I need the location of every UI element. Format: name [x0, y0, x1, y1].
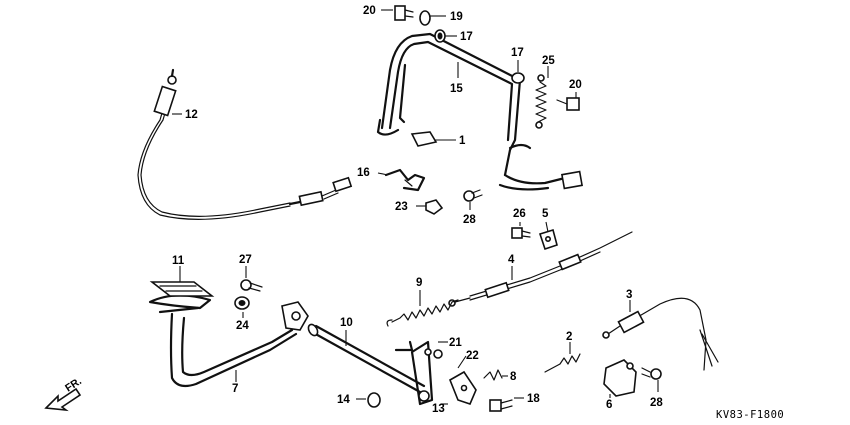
brake-shaft-10	[307, 323, 426, 394]
bracket-16	[384, 168, 426, 192]
label-14: 14	[337, 394, 350, 406]
label-17-top: 17	[460, 31, 473, 43]
label-7: 7	[232, 383, 238, 395]
spring-9	[386, 299, 459, 327]
label-12: 12	[185, 109, 198, 121]
washer-19	[419, 10, 431, 26]
label-4: 4	[508, 254, 515, 266]
label-27: 27	[239, 254, 252, 266]
collar-17-top	[434, 29, 446, 43]
label-3: 3	[626, 289, 632, 301]
label-17-right: 17	[511, 47, 524, 59]
part-labels: 20 19 17 15 17 25 20 1 12 16 23 28 26 5 …	[172, 5, 663, 415]
label-20-right: 20	[569, 79, 582, 91]
label-22: 22	[466, 350, 479, 362]
label-8: 8	[510, 371, 517, 383]
label-9: 9	[416, 277, 422, 289]
bracket-22	[448, 370, 477, 405]
label-18: 18	[527, 393, 540, 405]
spring-2	[544, 353, 581, 373]
brake-cable-4	[448, 231, 633, 307]
direction-label: FR.	[63, 375, 84, 394]
stopper-rubber-1	[410, 131, 438, 147]
label-1: 1	[459, 135, 466, 147]
bolt-26	[511, 227, 531, 239]
pin-21	[433, 349, 443, 359]
bolt-28-lower	[641, 367, 662, 380]
collar-17-right	[511, 72, 525, 84]
cable-12	[137, 68, 353, 220]
stand-spring-25	[535, 74, 547, 129]
label-26: 26	[513, 208, 526, 220]
washer-14	[367, 392, 381, 408]
main-stand-15	[376, 32, 584, 191]
label-11: 11	[172, 255, 185, 267]
label-13: 13	[432, 403, 445, 415]
spring-8	[483, 369, 503, 381]
switch-6	[603, 359, 637, 397]
label-21: 21	[449, 337, 462, 349]
bolt-20-right	[556, 97, 580, 111]
label-10: 10	[340, 317, 353, 329]
bolt-18	[489, 399, 513, 412]
label-16: 16	[357, 167, 370, 179]
label-28-lower: 28	[650, 397, 663, 409]
leader-lines	[172, 9, 659, 405]
label-25: 25	[542, 55, 555, 67]
diagram-code: KV83-F1800	[716, 409, 784, 421]
brake-pedal-7	[148, 294, 309, 388]
switch-cable-3	[602, 297, 719, 371]
bolt-20-top	[394, 5, 414, 21]
collar-24	[234, 296, 250, 310]
plate-5	[538, 228, 558, 251]
label-24: 24	[236, 320, 249, 332]
label-6: 6	[606, 399, 612, 411]
label-20-top: 20	[363, 5, 376, 17]
front-direction-arrow: FR.	[44, 375, 84, 412]
label-5: 5	[542, 208, 549, 220]
nut-23	[425, 199, 444, 215]
label-28-upper: 28	[463, 214, 476, 226]
pedal-rubber-11	[149, 281, 215, 297]
bolt-28-upper	[463, 189, 483, 202]
label-23: 23	[395, 201, 408, 213]
label-2: 2	[566, 331, 572, 343]
label-19: 19	[450, 11, 463, 23]
label-15: 15	[450, 83, 463, 95]
brake-arm-13	[394, 340, 434, 406]
bolt-27	[240, 279, 263, 292]
